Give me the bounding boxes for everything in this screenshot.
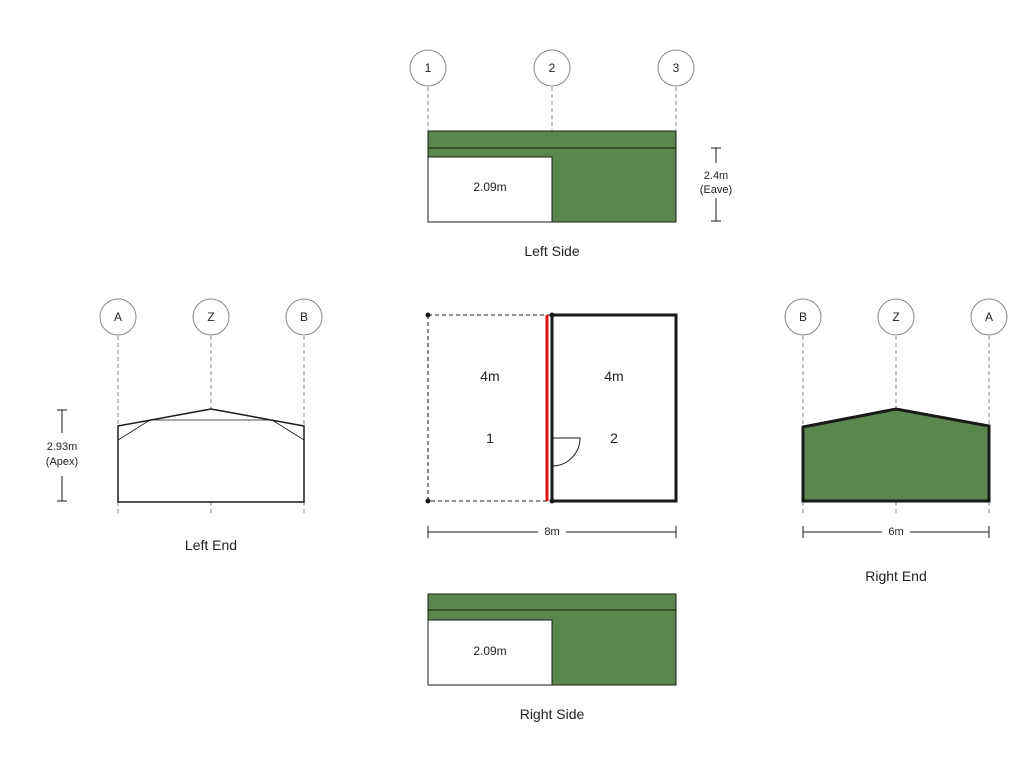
bay-1-open-outline	[427, 314, 553, 502]
plan-length-value: 8m	[544, 526, 559, 538]
eave-height-note: (Eave)	[700, 184, 732, 196]
right-side-title: Right Side	[520, 706, 585, 722]
svg-text:B: B	[300, 310, 308, 324]
right-end-width-value: 6m	[888, 526, 903, 538]
grid-bubble-z-right: Z	[877, 298, 915, 336]
right-end-width-dimension: 6m	[802, 526, 990, 538]
left-side-title: Left Side	[524, 243, 579, 259]
grid-lines-right-end	[802, 336, 990, 516]
floor-plan: 4m 1 4m 2 8m	[425, 312, 678, 538]
svg-text:1: 1	[425, 61, 432, 75]
grid-bubble-2: 2	[533, 49, 571, 87]
left-side-door-width: 2.09m	[473, 180, 506, 194]
right-end-elevation: B Z A 6m Right End	[784, 298, 1008, 584]
grid-bubble-3: 3	[657, 49, 695, 87]
grid-bubble-1: 1	[409, 49, 447, 87]
right-side-elevation: 2.09m Right Side	[427, 593, 677, 722]
left-end-elevation: A Z B 2.93m (Apex) Left End	[46, 298, 323, 553]
eave-height-value: 2.4m	[704, 170, 728, 182]
grid-bubble-a-right: A	[970, 298, 1008, 336]
bay-1-width: 4m	[480, 368, 499, 384]
svg-text:Z: Z	[892, 310, 899, 324]
bay-1-number: 1	[486, 430, 494, 446]
grid-lines-left-side	[427, 87, 677, 130]
apex-height-dimension: 2.93m (Apex)	[46, 409, 78, 502]
grid-bubble-b-left: B	[285, 298, 323, 336]
svg-text:Z: Z	[207, 310, 214, 324]
right-side-door-width: 2.09m	[473, 644, 506, 658]
svg-text:A: A	[114, 310, 122, 324]
svg-text:A: A	[985, 310, 993, 324]
bay-2-enclosed-outline	[550, 313, 678, 503]
left-end-title: Left End	[185, 537, 237, 553]
grid-bubble-a-left: A	[99, 298, 137, 336]
svg-text:2: 2	[549, 61, 556, 75]
bay-2-width: 4m	[604, 368, 623, 384]
grid-bubble-b-right: B	[784, 298, 822, 336]
left-side-door-opening	[427, 156, 553, 223]
right-side-door-opening	[427, 619, 553, 686]
door-swing-icon	[551, 437, 581, 467]
left-end-roof-frame	[117, 419, 305, 441]
svg-text:3: 3	[673, 61, 680, 75]
apex-height-value: 2.93m	[47, 441, 78, 453]
apex-height-note: (Apex)	[46, 456, 78, 468]
bay-2-number: 2	[610, 430, 618, 446]
eave-height-dimension: 2.4m (Eave)	[700, 147, 732, 222]
grid-lines-left-end	[117, 336, 305, 516]
right-end-title: Right End	[865, 568, 926, 584]
svg-text:B: B	[799, 310, 807, 324]
plan-length-dimension: 8m	[427, 526, 677, 538]
right-end-wall	[801, 407, 991, 503]
left-side-elevation: 1 2 3 2.09m 2.4m (Eave) Left Side	[409, 49, 732, 259]
left-end-wall-outline	[117, 408, 305, 503]
plan-corner-dots	[425, 312, 555, 504]
grid-bubble-z-left: Z	[192, 298, 230, 336]
